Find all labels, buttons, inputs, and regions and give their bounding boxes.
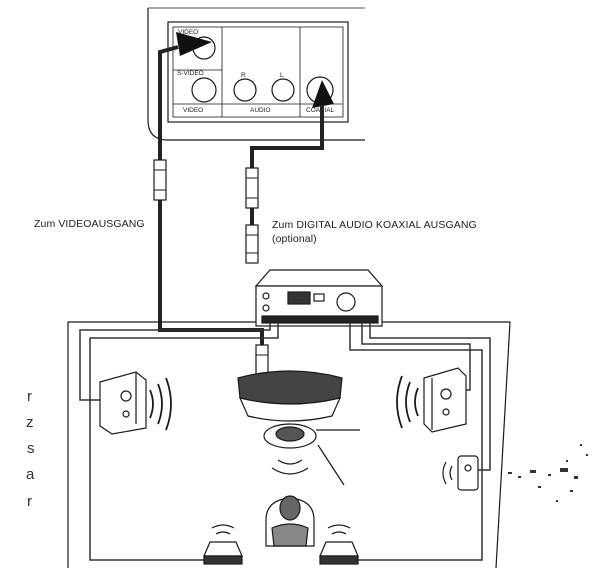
s-video-jack	[191, 77, 217, 103]
coax-plug-lower	[245, 224, 259, 264]
margin-letter-1: r	[27, 388, 32, 405]
panel-label-l: L	[280, 72, 284, 79]
audio-l-jack	[271, 78, 295, 102]
label-video-out: Zum VIDEOAUSGANG	[34, 218, 145, 230]
player-outline	[147, 8, 365, 141]
room-right-wall	[382, 321, 511, 569]
coax-plug-arrow	[312, 80, 334, 108]
margin-letter-5: r	[27, 493, 32, 510]
speaker-rear-left	[203, 541, 243, 565]
rear-panel	[167, 21, 349, 123]
panel-label-video: VIDEO	[178, 29, 199, 36]
panel-label-s-video: S-VIDEO	[177, 70, 204, 77]
speaker-front-left	[99, 371, 147, 435]
projector	[237, 370, 360, 486]
coax-plug-upper	[245, 167, 259, 209]
coax-cable	[250, 105, 324, 168]
wire-right	[369, 322, 491, 471]
margin-letter-4: a	[26, 466, 35, 483]
projector-plug	[255, 344, 269, 376]
speaker-side-right	[457, 455, 479, 491]
scan-noise	[508, 444, 588, 502]
margin-letter-2: z	[26, 414, 34, 431]
room-left-wall	[67, 321, 256, 568]
video-cable	[158, 45, 179, 160]
label-digital-optional: (optional)	[272, 233, 317, 245]
wire-left	[79, 322, 271, 401]
panel-label-coaxial: COAXIAL	[306, 107, 335, 114]
av-receiver	[254, 269, 384, 327]
panel-label-r: R	[241, 72, 246, 79]
speaker-rear-right	[319, 541, 359, 565]
panel-label-video-bottom: VIDEO	[183, 107, 204, 114]
label-digital-out: Zum DIGITAL AUDIO KOAXIAL AUSGANG	[272, 219, 477, 231]
panel-label-audio: AUDIO	[250, 107, 271, 114]
listener	[265, 495, 315, 547]
video-cable-plug	[153, 159, 167, 201]
margin-letter-3: s	[27, 440, 35, 457]
video-plug-arrow	[176, 32, 212, 56]
speaker-front-right	[423, 367, 467, 433]
audio-r-jack	[233, 78, 257, 102]
